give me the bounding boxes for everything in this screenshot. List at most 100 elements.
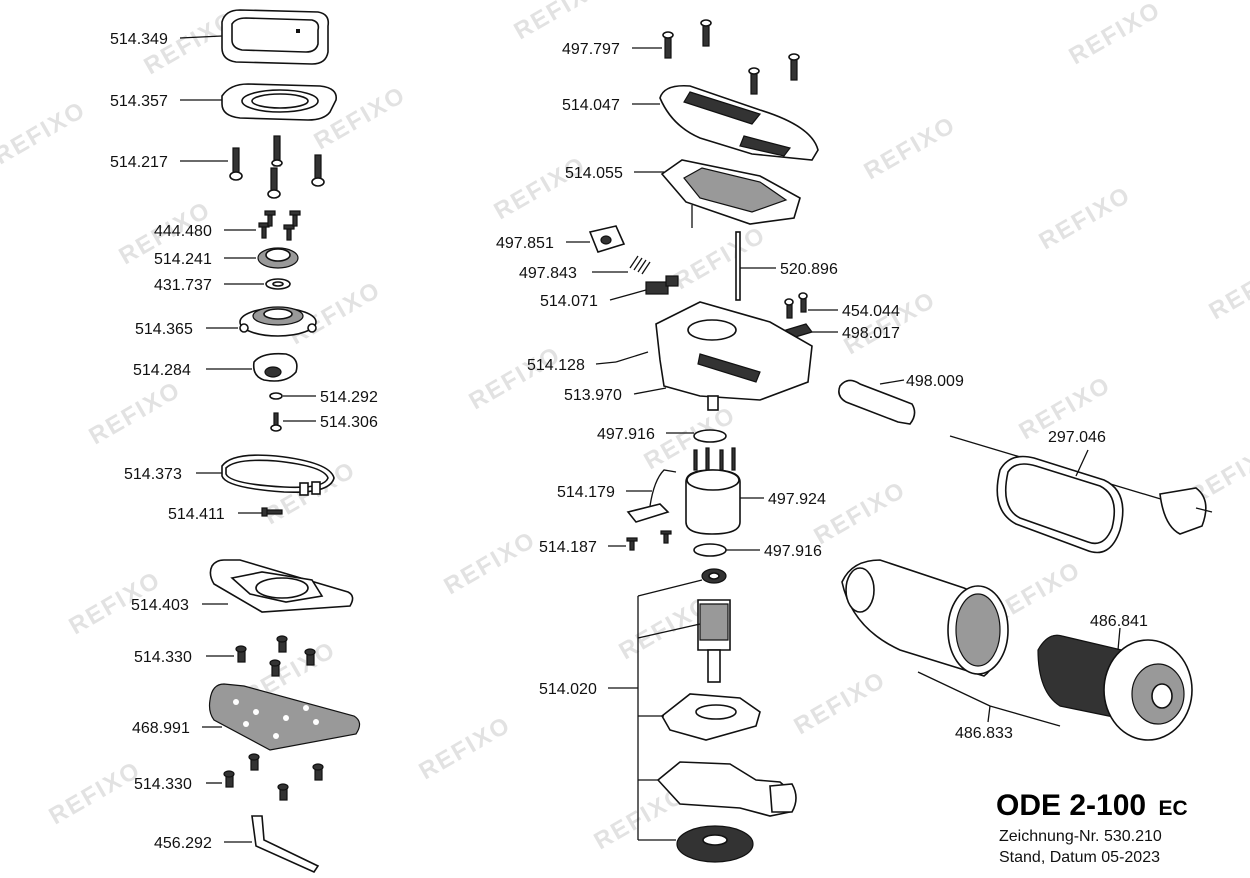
watermark: REFIXO xyxy=(415,711,516,785)
drawing-number: Zeichnung-Nr. 530.210 xyxy=(999,828,1162,845)
part-514-330-b-drawing xyxy=(223,753,324,801)
label-456-292: 456.292 xyxy=(154,835,212,852)
label-514-217: 514.217 xyxy=(110,154,168,171)
part-514-128-drawing xyxy=(615,351,649,363)
part-444-480-drawing xyxy=(258,210,301,241)
label-497-843: 497.843 xyxy=(519,265,577,282)
watermark: REFIXO xyxy=(45,756,146,830)
watermark: REFIXO xyxy=(465,341,566,415)
label-486-833: 486.833 xyxy=(955,725,1013,742)
part-514-373-drawing xyxy=(221,454,335,496)
label-514-373: 514.373 xyxy=(124,466,182,483)
label-513-970: 513.970 xyxy=(564,387,622,404)
label-431-737: 431.737 xyxy=(154,277,212,294)
part-514-047-drawing xyxy=(659,84,819,161)
watermark: REFIXO xyxy=(670,221,771,295)
label-514-055: 514.055 xyxy=(565,165,623,182)
label-514-047: 514.047 xyxy=(562,97,620,114)
part-514-241-drawing xyxy=(257,247,299,269)
watermark: REFIXO xyxy=(85,376,186,450)
label-514-241: 514.241 xyxy=(154,251,212,268)
part-514-020-drawing xyxy=(656,568,797,863)
watermark: REFIXO xyxy=(1035,181,1136,255)
part-297-046-drawing xyxy=(949,435,1213,554)
label-498-017: 498.017 xyxy=(842,325,900,342)
part-514-179-drawing xyxy=(626,469,677,523)
part-labels: 514.349 514.357 514.217 444.480 514.241 … xyxy=(110,31,1148,852)
part-514-403-drawing xyxy=(209,559,354,613)
part-514-411-drawing xyxy=(261,507,283,517)
label-514-330-b: 514.330 xyxy=(134,776,192,793)
revision-date: Stand, Datum 05-2023 xyxy=(999,849,1160,866)
label-468-991: 468.991 xyxy=(132,720,190,737)
part-514-306-drawing xyxy=(270,412,282,432)
label-514-292: 514.292 xyxy=(320,389,378,406)
label-498-009: 498.009 xyxy=(906,373,964,390)
label-486-841: 486.841 xyxy=(1090,613,1148,630)
label-514-187: 514.187 xyxy=(539,539,597,556)
label-497-916-a: 497.916 xyxy=(597,426,655,443)
part-514-349-drawing xyxy=(221,9,330,65)
part-431-737-drawing xyxy=(265,278,291,290)
model-suffix: EC xyxy=(1159,797,1188,820)
label-514-071: 514.071 xyxy=(540,293,598,310)
part-498-009-drawing xyxy=(838,379,916,425)
part-514-071-drawing xyxy=(645,275,679,295)
part-486-841-drawing xyxy=(1037,634,1193,741)
part-497-843-drawing xyxy=(629,255,651,275)
label-497-851: 497.851 xyxy=(496,235,554,252)
part-497-916-a-drawing xyxy=(693,429,727,443)
part-514-055-drawing xyxy=(660,159,801,228)
label-497-924: 497.924 xyxy=(768,491,826,508)
label-444-480: 444.480 xyxy=(154,223,212,240)
label-520-896: 520.896 xyxy=(780,261,838,278)
watermark: REFIXO xyxy=(510,0,611,45)
part-486-833-drawing xyxy=(841,559,1009,677)
label-514-403: 514.403 xyxy=(131,597,189,614)
watermark: REFIXO xyxy=(1205,251,1250,325)
part-514-187-drawing xyxy=(626,530,672,551)
label-514-411: 514.411 xyxy=(168,506,225,523)
watermark: REFIXO xyxy=(840,286,941,360)
part-513-970-drawing xyxy=(655,301,813,411)
label-514-349: 514.349 xyxy=(110,31,168,48)
label-514-284: 514.284 xyxy=(133,362,191,379)
label-454-044: 454.044 xyxy=(842,303,900,320)
label-514-330-a: 514.330 xyxy=(134,649,192,666)
label-497-797: 497.797 xyxy=(562,41,620,58)
watermark: REFIXO xyxy=(860,111,961,185)
watermark: REFIXO xyxy=(490,151,591,225)
part-514-217-drawing xyxy=(229,135,325,199)
part-514-365-drawing xyxy=(239,306,317,337)
model-name: ODE 2-100 xyxy=(996,789,1146,822)
label-497-916-b: 497.916 xyxy=(764,543,822,560)
label-514-020: 514.020 xyxy=(539,681,597,698)
label-514-357: 514.357 xyxy=(110,93,168,110)
leader-lines xyxy=(179,35,1121,843)
watermark: REFIXO xyxy=(1065,0,1166,70)
part-497-916-b-drawing xyxy=(693,543,727,557)
watermark: REFIXO xyxy=(810,476,911,550)
label-514-179: 514.179 xyxy=(557,484,615,501)
part-497-924-drawing xyxy=(685,447,741,535)
label-514-365: 514.365 xyxy=(135,321,193,338)
part-520-896-drawing xyxy=(735,231,741,301)
part-468-991-drawing xyxy=(208,683,361,751)
watermark: REFIXO xyxy=(440,526,541,600)
title-block: ODE 2-100 EC Zeichnung-Nr. 530.210 Stand… xyxy=(996,789,1188,866)
label-514-128: 514.128 xyxy=(527,357,585,374)
label-514-306: 514.306 xyxy=(320,414,378,431)
part-497-797-drawing xyxy=(662,19,800,95)
part-514-292-drawing xyxy=(269,392,283,400)
part-514-330-a-drawing xyxy=(235,635,316,677)
part-514-357-drawing xyxy=(221,83,337,121)
watermark: REFIXO xyxy=(790,666,891,740)
part-454-044-drawing xyxy=(784,292,808,319)
part-456-292-drawing xyxy=(251,815,320,874)
part-514-284-drawing xyxy=(252,352,298,382)
label-297-046: 297.046 xyxy=(1048,429,1106,446)
model-title: ODE 2-100 EC xyxy=(996,789,1188,822)
part-497-851-drawing xyxy=(588,225,626,253)
watermark: REFIXO xyxy=(0,96,91,170)
